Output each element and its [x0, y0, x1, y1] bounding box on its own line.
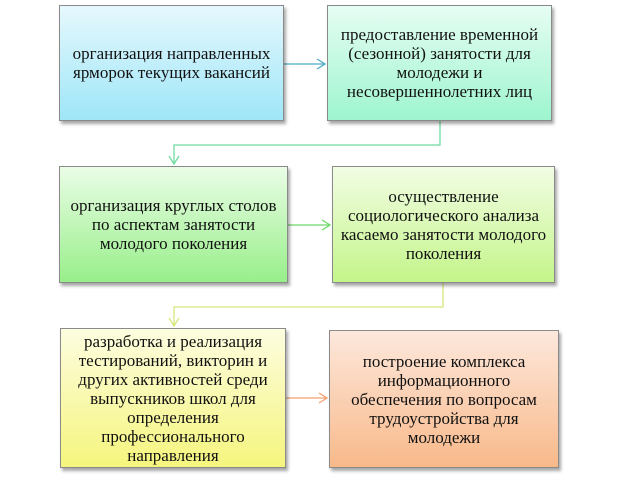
arrow-1-to-2 [284, 58, 327, 70]
step-round-tables: организация круглых столов по аспектам з… [59, 166, 288, 283]
step-information-support: построение комплекса информационного обе… [329, 330, 559, 468]
step-text: организация направленных ярморок текущих… [72, 44, 271, 82]
step-job-fairs: организация направленных ярморок текущих… [59, 5, 284, 121]
step-text: организация круглых столов по аспектам з… [70, 196, 277, 253]
arrow-2-to-3 [168, 121, 441, 166]
step-temporary-employment: предоставление временной (сезонной) заня… [327, 5, 552, 121]
step-text: разработка и реализация тестирований, ви… [78, 331, 268, 465]
step-text: предоставление временной (сезонной) заня… [340, 25, 539, 101]
arrow-5-to-6 [286, 392, 329, 404]
step-sociological-analysis: осуществление социологического анализа к… [332, 166, 555, 283]
step-text: осуществление социологического анализа к… [340, 186, 547, 263]
arrow-4-to-5 [168, 283, 444, 328]
step-text: построение комплекса информационного обе… [351, 351, 537, 447]
arrow-3-to-4 [288, 219, 332, 231]
step-testing-quizzes: разработка и реализация тестирований, ви… [60, 328, 286, 468]
